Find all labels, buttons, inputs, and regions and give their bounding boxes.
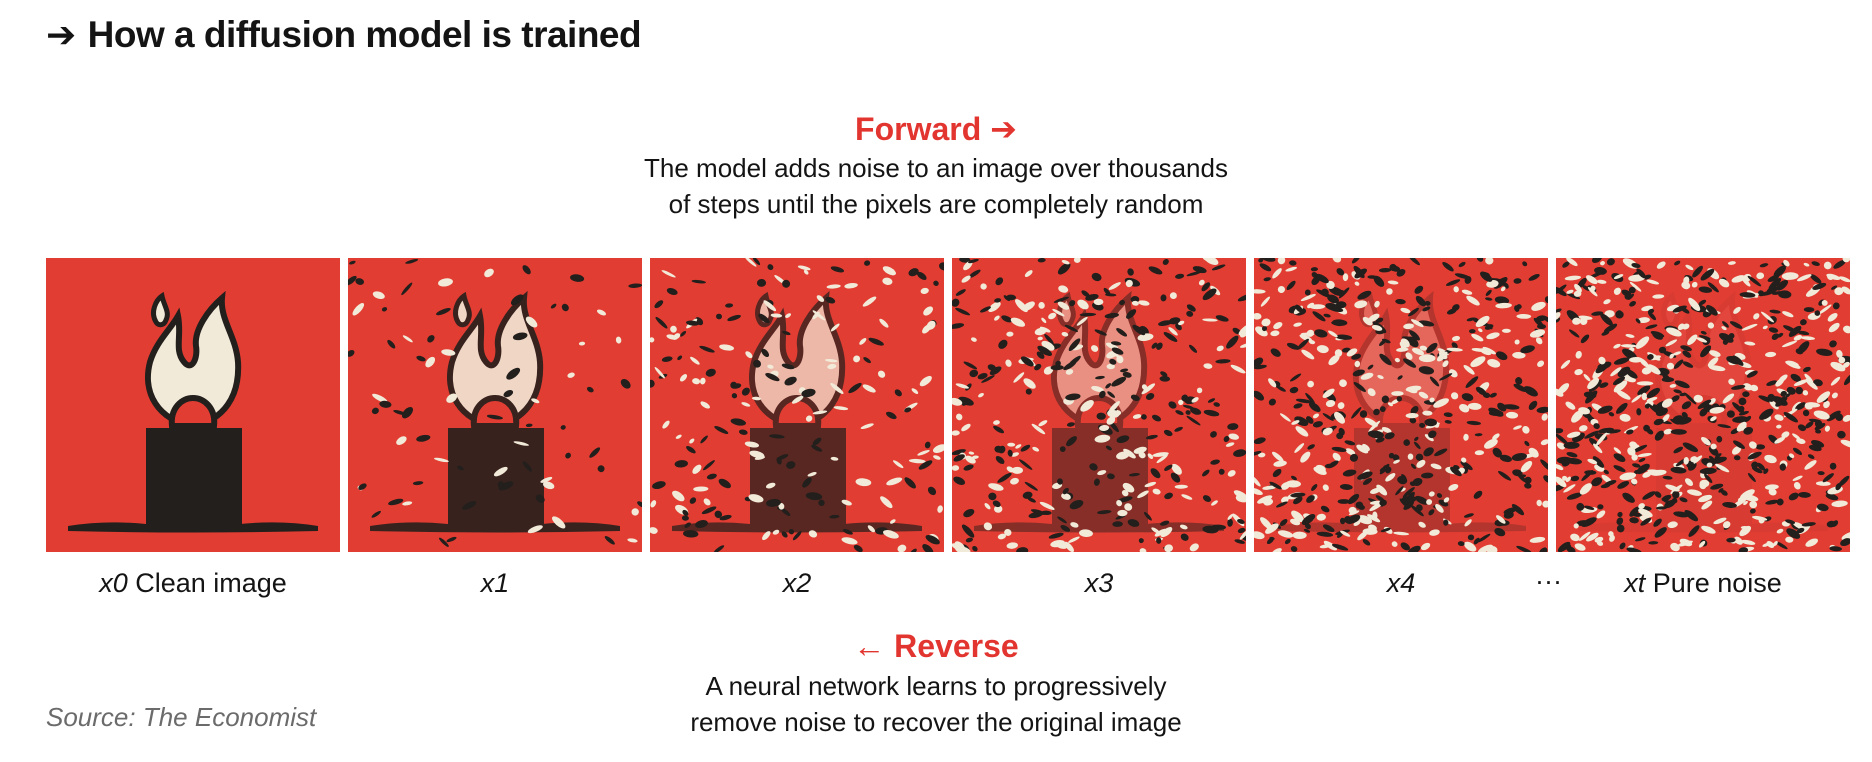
- candle-flame-icon: [1556, 258, 1850, 552]
- forward-description-line-2: of steps until the pixels are completely…: [668, 189, 1204, 219]
- step-variable: x4: [1386, 568, 1416, 598]
- ellipsis: ···: [1535, 566, 1562, 596]
- step-label-5: xt Pure noise: [1556, 568, 1850, 599]
- candle-flame-icon: [952, 258, 1246, 552]
- reverse-description-line-2: remove noise to recover the original ima…: [690, 707, 1182, 737]
- step-caption: Pure noise: [1645, 568, 1782, 598]
- flame-shape: [447, 290, 544, 430]
- step-variable: x0: [99, 568, 128, 598]
- step-label-2: x2: [650, 568, 944, 599]
- step-panel-0: [46, 258, 340, 552]
- forward-description: The model adds noise to an image over th…: [0, 150, 1872, 222]
- step-label-3: x3: [952, 568, 1246, 599]
- step-panel-1: [348, 258, 642, 552]
- step-variable: x3: [1084, 568, 1114, 598]
- step-panel-5: [1556, 258, 1850, 552]
- step-label-1: x1: [348, 568, 642, 599]
- candle-flame-icon: [1254, 258, 1548, 552]
- step-label-0: x0 Clean image: [46, 568, 340, 599]
- source-note: Source: The Economist: [46, 702, 317, 732]
- flame-shape: [145, 290, 242, 430]
- reverse-description: A neural network learns to progressively…: [0, 668, 1872, 740]
- step-caption: Clean image: [127, 568, 287, 598]
- reverse-heading: ← Reverse: [853, 628, 1019, 664]
- title-text: How a diffusion model is trained: [87, 14, 642, 55]
- candle-flame-icon: [650, 258, 944, 552]
- chart-title: ➔ How a diffusion model is trained: [46, 14, 642, 56]
- candle-flame-icon: [68, 290, 318, 533]
- right-arrow-icon: ➔: [46, 14, 76, 55]
- forward-description-line-1: The model adds noise to an image over th…: [644, 153, 1228, 183]
- step-variable: x1: [480, 568, 510, 598]
- reverse-description-line-1: A neural network learns to progressively: [705, 671, 1167, 701]
- step-variable: xt: [1624, 568, 1646, 598]
- step-panel-4: [1254, 258, 1548, 552]
- step-variable: x2: [782, 568, 812, 598]
- step-panel-3: [952, 258, 1246, 552]
- step-label-4: x4: [1254, 568, 1548, 599]
- candle-flame-icon: [348, 258, 642, 547]
- step-panel-2: [650, 258, 944, 552]
- forward-heading: Forward ➔: [855, 111, 1017, 147]
